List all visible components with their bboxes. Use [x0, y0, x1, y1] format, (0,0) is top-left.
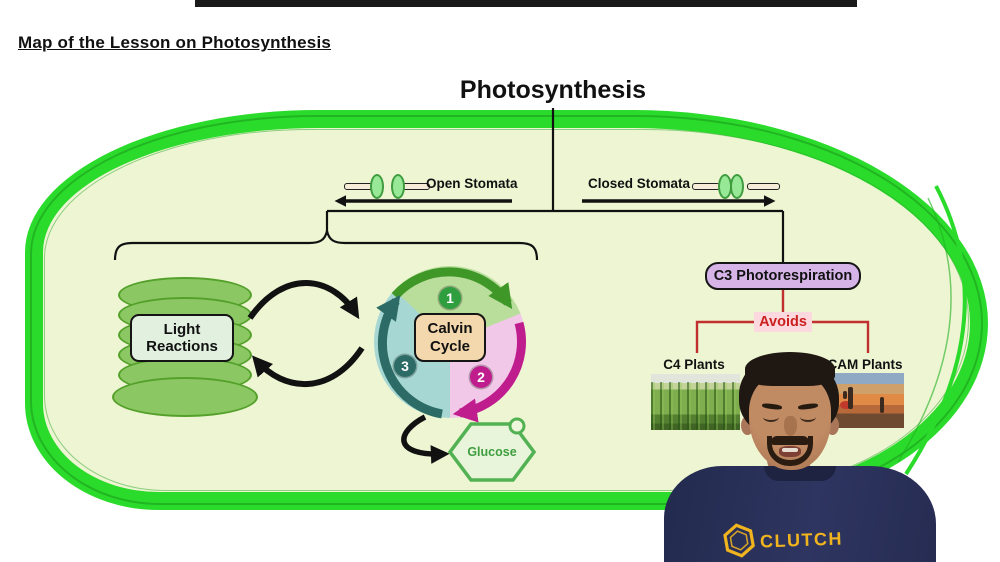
shirt-brand-text: CLUTCH [759, 528, 844, 552]
cam-plants-label: CAM Plants [827, 357, 903, 372]
light-reactions-label: Light Reactions [130, 314, 234, 362]
avoids-label: Avoids [754, 312, 812, 332]
glucose-label: Glucose [467, 445, 517, 459]
closed-stomata-label: Closed Stomata [588, 176, 691, 191]
stoma-bar [747, 183, 780, 190]
presenter-hairline [745, 352, 835, 386]
guard-cell [391, 174, 405, 199]
membrane-inner-stroke [30, 115, 983, 505]
calvin-step-2-badge: 2 [470, 366, 492, 388]
shirt-collar [764, 466, 836, 481]
calvin-cycle-label: Calvin Cycle [414, 313, 486, 362]
closed-stomata-icon [692, 172, 780, 200]
presenter-beard [767, 436, 813, 466]
cam-plants-photo [826, 373, 904, 428]
cactus-silhouette [880, 397, 884, 413]
guard-cell [730, 174, 744, 199]
clutch-hexagon-icon [723, 523, 755, 558]
video-top-bar [195, 0, 857, 7]
presenter-teeth [782, 448, 798, 452]
guard-cell [370, 174, 384, 199]
presenter-nose [784, 416, 797, 436]
sunset-sun [840, 401, 852, 409]
c4-plants-photo [651, 374, 740, 430]
diagram-title: Photosynthesis [459, 76, 647, 104]
calvin-label-line1: Calvin [427, 319, 473, 337]
c4-plants-label: C4 Plants [663, 357, 725, 372]
calvin-step-1-badge: 1 [439, 287, 461, 309]
cactus-arm [843, 391, 847, 399]
open-stomata-label: Open Stomata [426, 176, 518, 191]
calvin-label-line2: Cycle [429, 337, 471, 355]
presenter-eye [763, 412, 779, 422]
granum-disc [112, 377, 258, 417]
presenter-eye [800, 412, 816, 422]
stoma-bar [692, 183, 720, 190]
presenter-mustache [771, 436, 809, 445]
calvin-step-3-badge: 3 [394, 355, 416, 377]
c3-photorespiration-box: C3 Photorespiration [705, 262, 861, 290]
cactus-silhouette [848, 387, 853, 409]
open-stomata-icon [344, 172, 430, 200]
corn-stalks [651, 381, 740, 430]
presenter-shirt: CLUTCH [664, 466, 936, 562]
page-title: Map of the Lesson on Photosynthesis [18, 33, 332, 52]
membrane-inner-stroke2 [44, 129, 969, 491]
